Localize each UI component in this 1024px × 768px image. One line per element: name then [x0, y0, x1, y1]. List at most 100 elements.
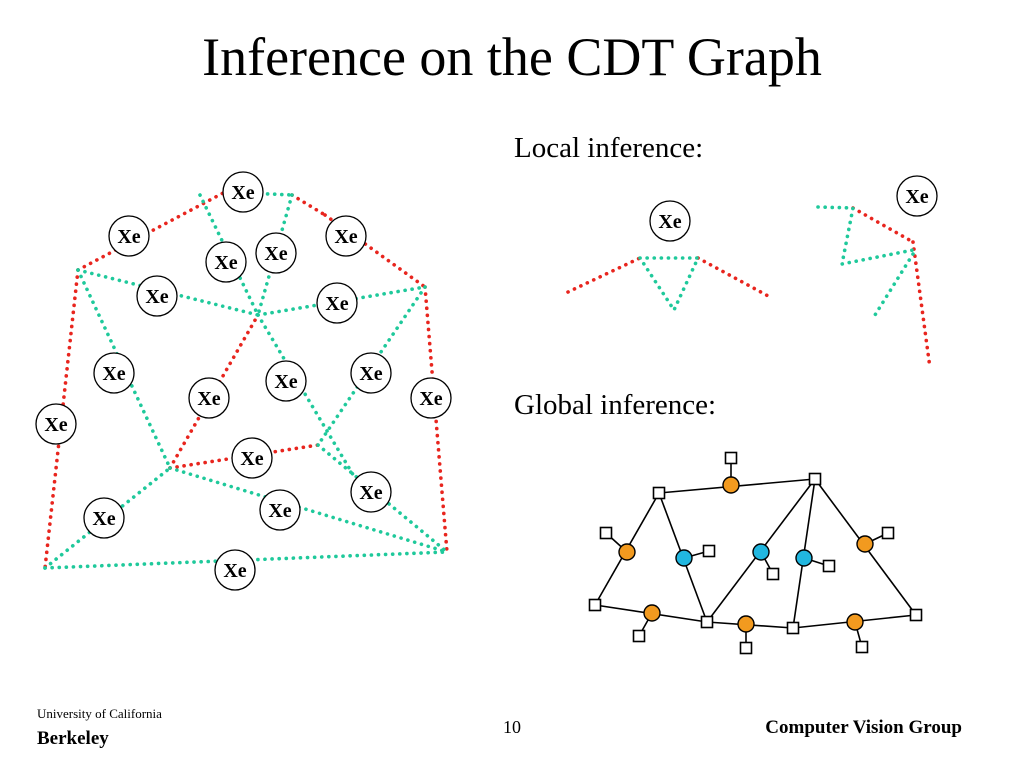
xe-node-label: Xe	[117, 226, 140, 248]
xe-node-circle	[350, 352, 392, 394]
red-edge	[911, 240, 932, 370]
teal-edge	[43, 466, 172, 570]
xe-node-circle	[350, 471, 392, 513]
xe-node: Xe	[259, 489, 301, 531]
red-edge	[566, 256, 642, 294]
variable-square	[786, 621, 800, 635]
xe-node: Xe	[350, 471, 392, 513]
xe-node: Xe	[83, 497, 125, 539]
xe-node-circle	[410, 377, 452, 419]
red-edge	[851, 206, 915, 244]
xe-node-circle	[222, 171, 264, 213]
observation-square	[855, 640, 869, 654]
footer-university: University of California	[37, 706, 162, 721]
teal-edge	[638, 256, 701, 314]
xe-node-circle	[35, 403, 77, 445]
xe-node-circle	[188, 377, 230, 419]
xe-node-circle	[255, 232, 297, 274]
observation-square	[822, 559, 836, 573]
observation-square	[881, 526, 895, 540]
teal-edge	[873, 252, 915, 317]
xe-node-circle	[896, 175, 938, 217]
xe-node-circle	[205, 241, 247, 283]
local-inference-edges	[566, 205, 932, 370]
red-edge	[423, 285, 449, 554]
variable-square	[700, 615, 714, 629]
slide-title: Inference on the CDT Graph	[202, 27, 822, 87]
xe-node-label: Xe	[92, 508, 115, 530]
teal-edge	[256, 313, 357, 480]
variable-square	[652, 486, 666, 500]
xe-node-label: Xe	[240, 448, 263, 470]
red-edge	[76, 190, 227, 272]
blue-node	[752, 543, 770, 561]
xe-node: Xe	[222, 171, 264, 213]
variable-square	[588, 598, 602, 612]
xe-node: Xe	[316, 282, 358, 324]
page-number: 10	[503, 717, 521, 737]
xe-node-label: Xe	[274, 371, 297, 393]
xe-node-circle	[108, 215, 150, 257]
xe-node-label: Xe	[223, 560, 246, 582]
variable-square	[808, 472, 822, 486]
xe-node-circle	[93, 352, 135, 394]
orange-node	[722, 476, 740, 494]
orange-node	[846, 613, 864, 631]
xe-node-label: Xe	[419, 388, 442, 410]
xe-node-label: Xe	[214, 252, 237, 274]
local-xe-node: Xe	[896, 175, 938, 217]
xe-node: Xe	[188, 377, 230, 419]
xe-node-label: Xe	[658, 211, 681, 233]
blue-node	[795, 549, 813, 567]
xe-node-circle	[265, 360, 307, 402]
red-edge	[290, 193, 327, 217]
xe-node: Xe	[350, 352, 392, 394]
teal-edge	[223, 190, 294, 197]
teal-edge	[816, 205, 915, 267]
xe-node: Xe	[410, 377, 452, 419]
red-edge	[168, 313, 260, 470]
local-xe-node: Xe	[649, 200, 691, 242]
variable-square	[909, 608, 923, 622]
orange-node	[737, 615, 755, 633]
xe-node-circle	[259, 489, 301, 531]
xe-node-circle	[83, 497, 125, 539]
xe-node: Xe	[205, 241, 247, 283]
observation-square	[702, 544, 716, 558]
xe-node: Xe	[35, 403, 77, 445]
observation-square	[739, 641, 753, 655]
observation-square	[766, 567, 780, 581]
xe-node-label: Xe	[325, 293, 348, 315]
xe-node: Xe	[231, 437, 273, 479]
xe-node-label: Xe	[102, 363, 125, 385]
xe-node: Xe	[93, 352, 135, 394]
xe-node-circle	[136, 275, 178, 317]
xe-node-circle	[316, 282, 358, 324]
observation-square	[724, 451, 738, 465]
xe-node: Xe	[108, 215, 150, 257]
teal-edge	[198, 193, 260, 317]
orange-node	[856, 535, 874, 553]
teal-edge	[168, 466, 449, 554]
blue-node	[675, 549, 693, 567]
xe-node: Xe	[255, 232, 297, 274]
xe-node: Xe	[265, 360, 307, 402]
xe-node-circle	[649, 200, 691, 242]
xe-node: Xe	[325, 215, 367, 257]
xe-node: Xe	[214, 549, 256, 591]
xe-node-label: Xe	[268, 500, 291, 522]
orange-node	[618, 543, 636, 561]
orange-node	[643, 604, 661, 622]
xe-node-label: Xe	[359, 363, 382, 385]
xe-node-label: Xe	[145, 286, 168, 308]
teal-edge	[76, 268, 172, 470]
teal-edge	[43, 550, 449, 570]
xe-node: Xe	[136, 275, 178, 317]
xe-node-circle	[325, 215, 367, 257]
observation-square	[599, 526, 613, 540]
xe-node-label: Xe	[197, 388, 220, 410]
xe-node-circle	[214, 549, 256, 591]
observation-square	[632, 629, 646, 643]
